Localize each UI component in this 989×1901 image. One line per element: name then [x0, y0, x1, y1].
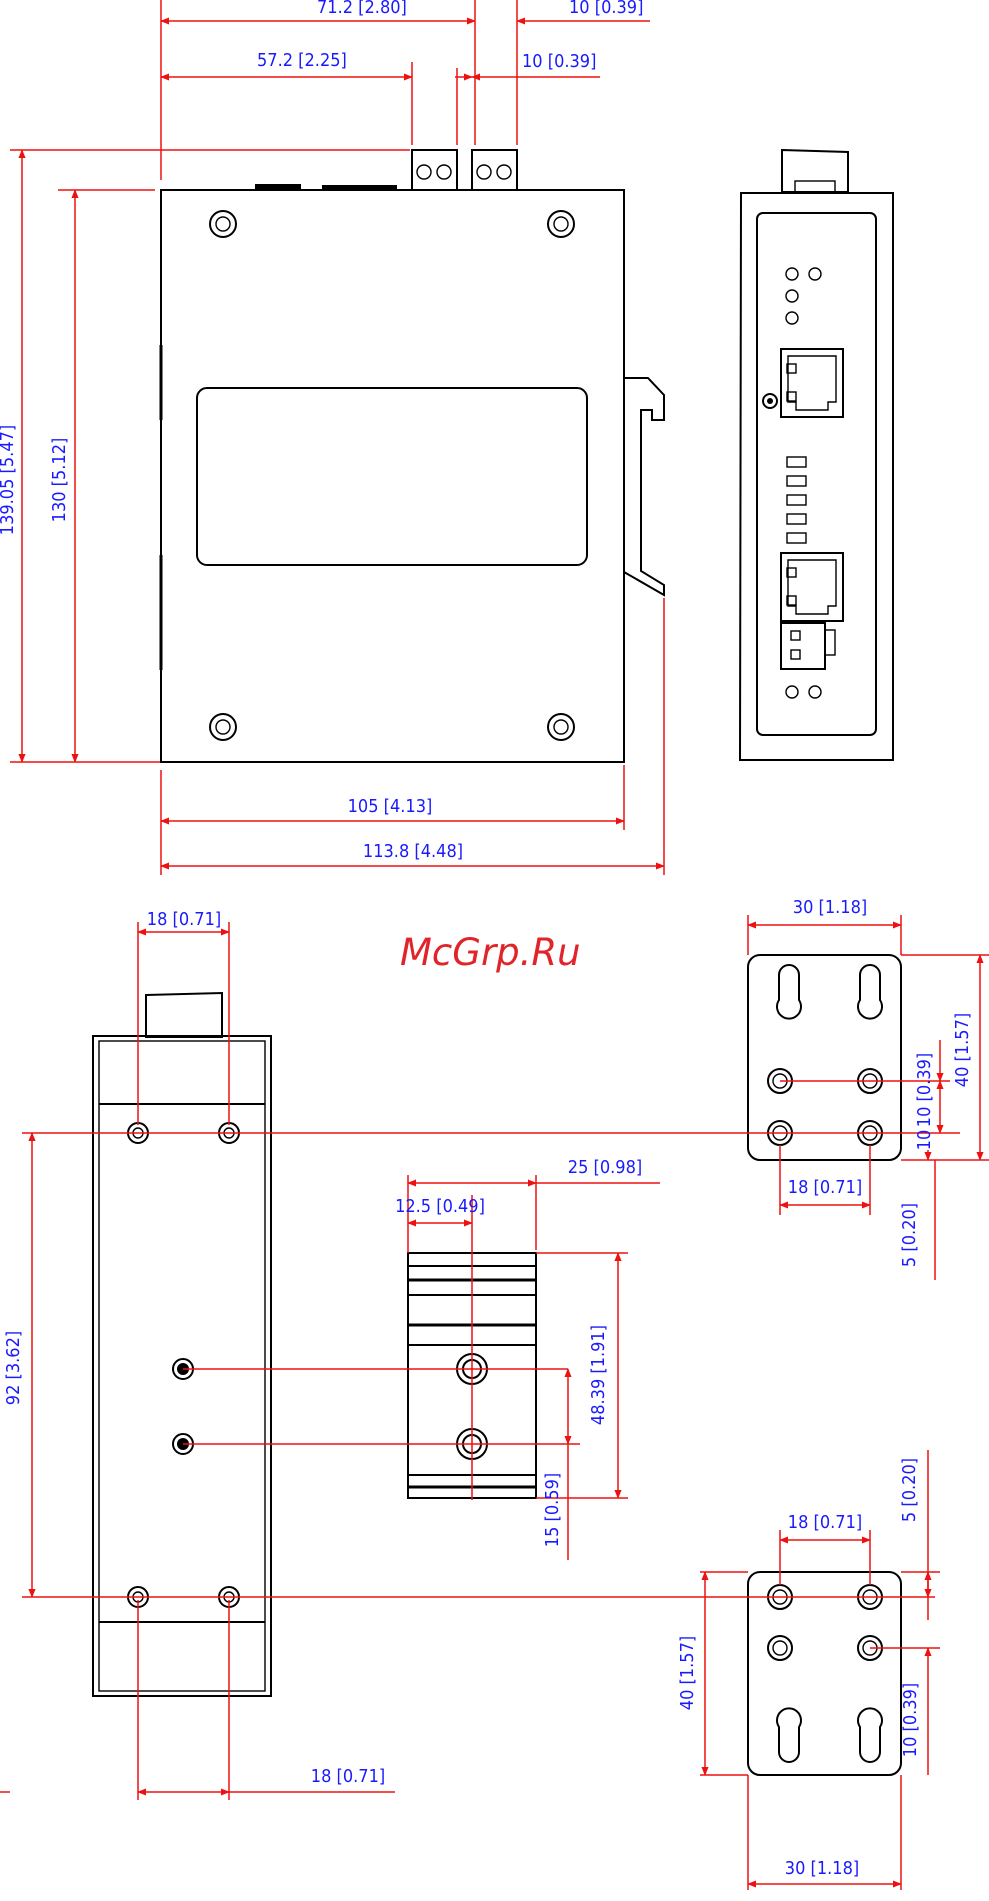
dim-plate-bottom-30: 30 [1.18]	[785, 1858, 859, 1879]
back-terminal-block	[146, 993, 222, 1037]
watermark: McGrp.Ru	[400, 931, 581, 974]
mount-plate-top	[748, 955, 901, 1160]
din-rail-clip	[624, 378, 664, 595]
dim-105: 105 [4.13]	[348, 796, 433, 817]
dim-din-48-39: 48.39 [1.91]	[588, 1325, 609, 1425]
front-housing	[161, 190, 624, 762]
terminal-block-connectors	[255, 150, 517, 190]
dim-plate-top-10b: 10	[914, 1130, 935, 1151]
front-view	[161, 150, 664, 762]
power-connector	[781, 623, 835, 669]
dim-din-15: 15 [0.59]	[542, 1473, 563, 1547]
dim-139-05: 139.05 [5.47]	[0, 425, 18, 535]
rj45-port-1	[781, 349, 843, 417]
dim-plate-bottom-40: 40 [1.57]	[677, 1636, 698, 1710]
dim-din-25: 25 [0.98]	[568, 1157, 642, 1178]
dim-plate-bottom-18: 18 [0.71]	[788, 1512, 862, 1533]
side-panel	[757, 213, 876, 735]
plate-top-body	[748, 955, 901, 1160]
dim-10-top-second: 10 [0.39]	[522, 51, 596, 72]
link-indicators	[787, 457, 806, 543]
dim-57-2: 57.2 [2.25]	[257, 50, 347, 71]
dim-plate-top-30: 30 [1.18]	[793, 897, 867, 918]
lower-dimension-lines	[0, 915, 989, 1890]
dim-10-top-right: 10 [0.39]	[569, 0, 643, 18]
side-terminal-block	[782, 150, 848, 192]
rj45-port-2	[781, 553, 843, 621]
dim-plate-bottom-5: 5 [0.20]	[899, 1458, 920, 1522]
plate-bottom-body	[748, 1572, 901, 1775]
dim-back-18-bottom: 18 [0.71]	[311, 1766, 385, 1787]
mount-plate-bottom	[748, 1572, 901, 1775]
front-dimension-lines	[10, 0, 664, 875]
dim-plate-bottom-10: 10 [0.39]	[900, 1683, 921, 1757]
status-leds	[763, 268, 821, 408]
dim-92: 92 [3.62]	[3, 1331, 24, 1405]
front-label-area	[197, 388, 587, 565]
dim-plate-top-18: 18 [0.71]	[788, 1177, 862, 1198]
side-view	[740, 150, 893, 760]
side-housing	[740, 193, 893, 760]
dim-back-18-top: 18 [0.71]	[147, 909, 221, 930]
back-view	[93, 993, 271, 1696]
back-mount-holes	[128, 1123, 239, 1607]
dim-plate-top-5: 5 [0.20]	[899, 1203, 920, 1267]
dim-71-2: 71.2 [2.80]	[317, 0, 407, 18]
dim-130: 130 [5.12]	[49, 438, 70, 523]
dim-plate-top-40: 40 [1.57]	[952, 1013, 973, 1087]
dim-113-8: 113.8 [4.48]	[363, 841, 463, 862]
dim-plate-top-10: 10 [0.39]	[914, 1053, 935, 1127]
front-screws	[210, 211, 574, 740]
dim-din-12-5: 12.5 [0.49]	[395, 1196, 485, 1217]
